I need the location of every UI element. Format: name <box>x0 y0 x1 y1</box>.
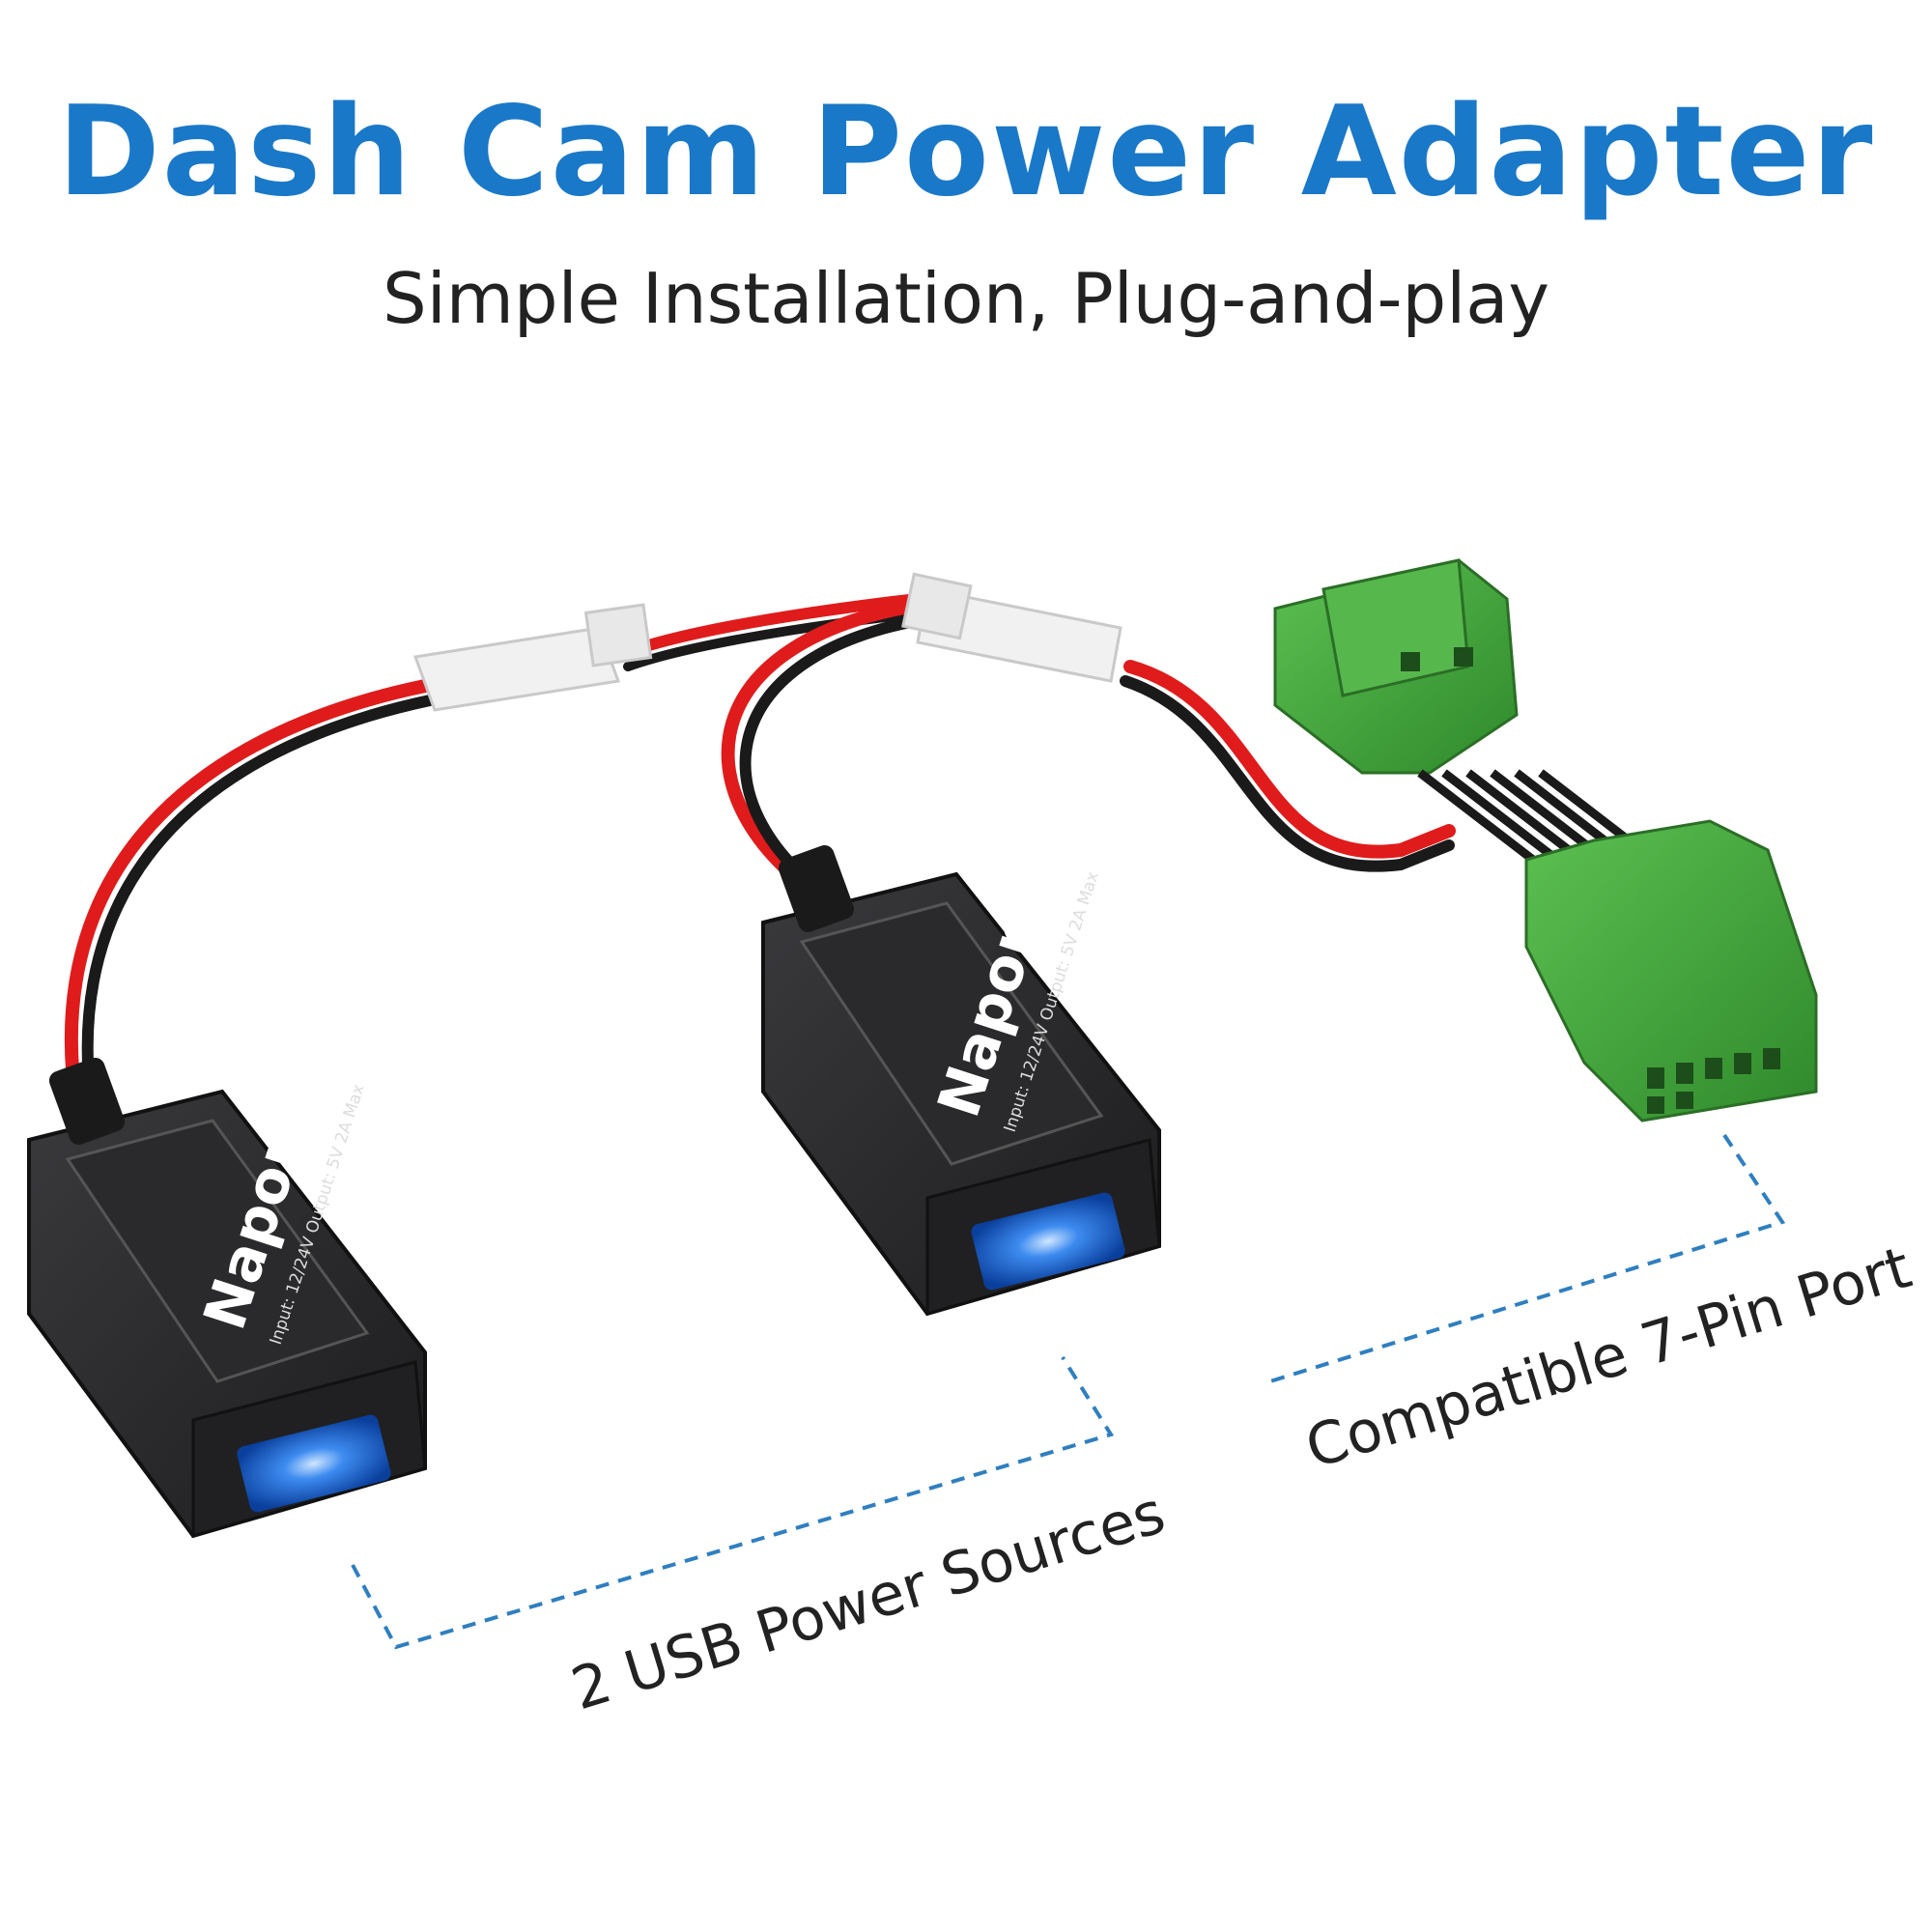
callout-line-port <box>1269 1133 1786 1383</box>
callout-line-usb <box>351 1355 1115 1650</box>
usb-port-glow-right <box>971 1192 1125 1291</box>
inline-connector-left <box>412 603 653 712</box>
callout-usb-label: 2 USB Power Sources <box>564 1479 1173 1723</box>
usb-port-glow-left <box>237 1414 391 1513</box>
wire-right <box>721 597 1456 904</box>
callout-lines <box>351 1133 1786 1650</box>
inline-connector-right <box>901 572 1122 683</box>
usb-adapter-right <box>761 844 1161 1317</box>
page-title: Dash Cam Power Adapter <box>57 80 1875 224</box>
page-subtitle: Simple Installation, Plug-and-play <box>383 258 1549 339</box>
callout-port-label: Compatible 7-Pin Port <box>1298 1234 1918 1482</box>
seven-pin-connector <box>1273 558 1818 1122</box>
usb-adapter-left <box>27 1057 427 1539</box>
